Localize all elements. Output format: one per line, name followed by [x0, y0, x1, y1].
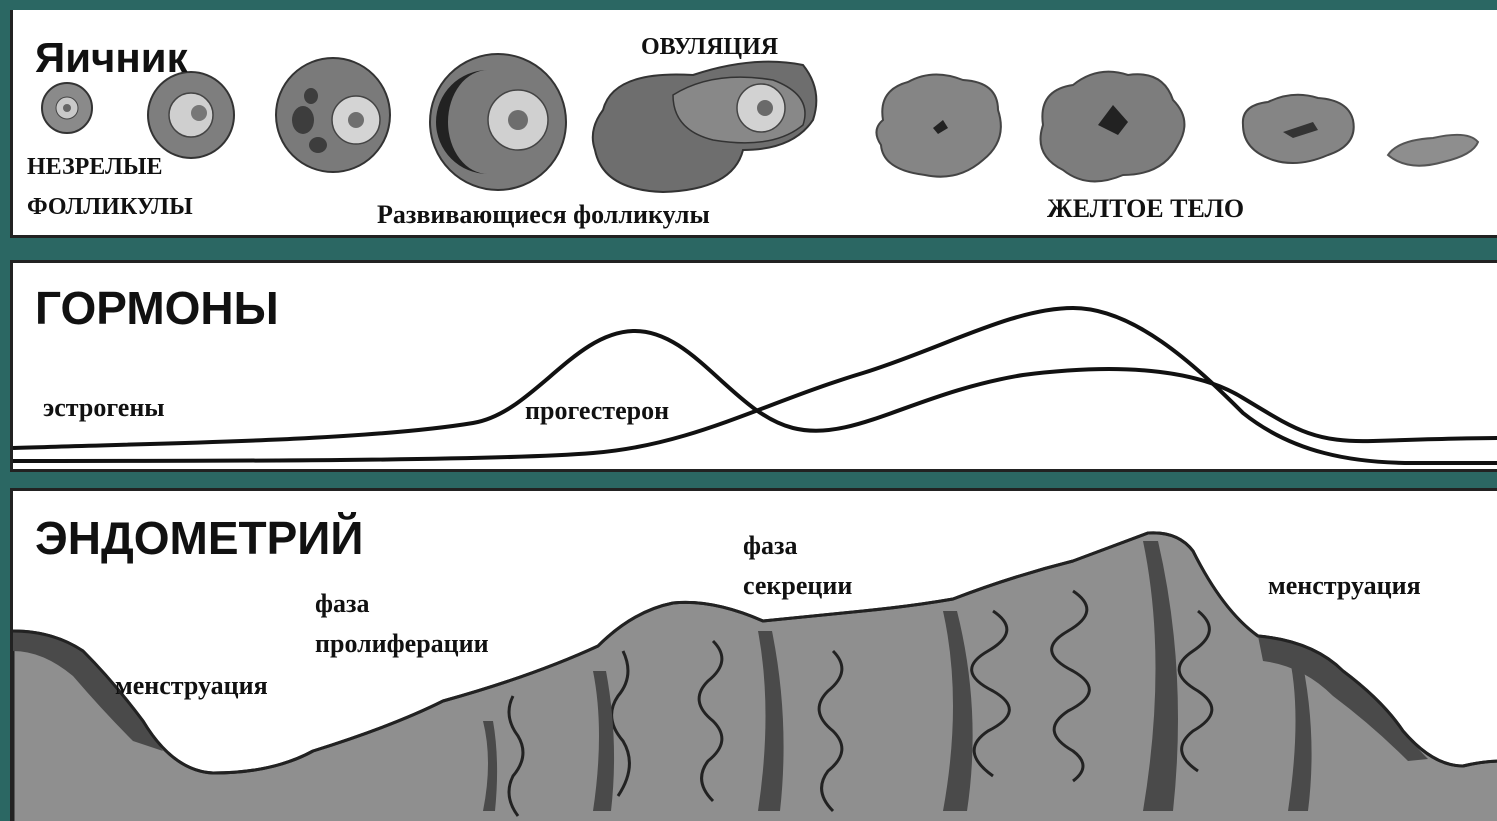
- immature-follicles-label-line2: ФОЛЛИКУЛЫ: [27, 194, 193, 221]
- menstruation-right-label: менструация: [1268, 571, 1421, 601]
- corpus-luteum-1: [876, 74, 1000, 176]
- secretion-phase-label-line2: секреции: [743, 571, 852, 601]
- corpus-luteum-2: [1041, 72, 1185, 182]
- immature-follicle-1: [42, 83, 92, 133]
- developing-follicle-2: [430, 54, 566, 190]
- hormones-title: ГОРМОНЫ: [35, 281, 279, 335]
- ovulating-follicle: [593, 62, 817, 192]
- secretion-phase-label-line1: фаза: [743, 531, 797, 561]
- progesterone-label: прогестерон: [525, 396, 669, 426]
- estrogen-curve: [13, 331, 1497, 448]
- developing-follicle-1: [276, 58, 390, 172]
- ovary-title: Яичник: [35, 34, 188, 82]
- endometrium-title: ЭНДОМЕТРИЙ: [35, 511, 363, 565]
- corpus-albicans: [1388, 135, 1478, 166]
- immature-follicle-2: [148, 72, 234, 158]
- proliferation-phase-label-line1: фаза: [315, 589, 369, 619]
- endometrium-panel: ЭНДОМЕТРИЙ менструация фаза пролиферации…: [10, 488, 1497, 821]
- estrogen-label: эстрогены: [43, 393, 165, 423]
- corpus-luteum-label: ЖЕЛТОЕ ТЕЛО: [1047, 194, 1244, 224]
- ovary-panel: Яичник НЕЗРЕЛЫЕ ФОЛЛИКУЛЫ ОВУЛЯЦИЯ Разви…: [10, 10, 1497, 238]
- proliferation-phase-label-line2: пролиферации: [315, 629, 489, 659]
- ovulation-label: ОВУЛЯЦИЯ: [641, 34, 778, 61]
- menstruation-left-label: менструация: [115, 671, 268, 701]
- corpus-luteum-3: [1243, 95, 1354, 163]
- immature-follicles-label-line1: НЕЗРЕЛЫЕ: [27, 154, 162, 181]
- developing-follicles-label: Развивающиеся фолликулы: [377, 200, 710, 230]
- hormones-panel: ГОРМОНЫ эстрогены прогестерон: [10, 260, 1497, 472]
